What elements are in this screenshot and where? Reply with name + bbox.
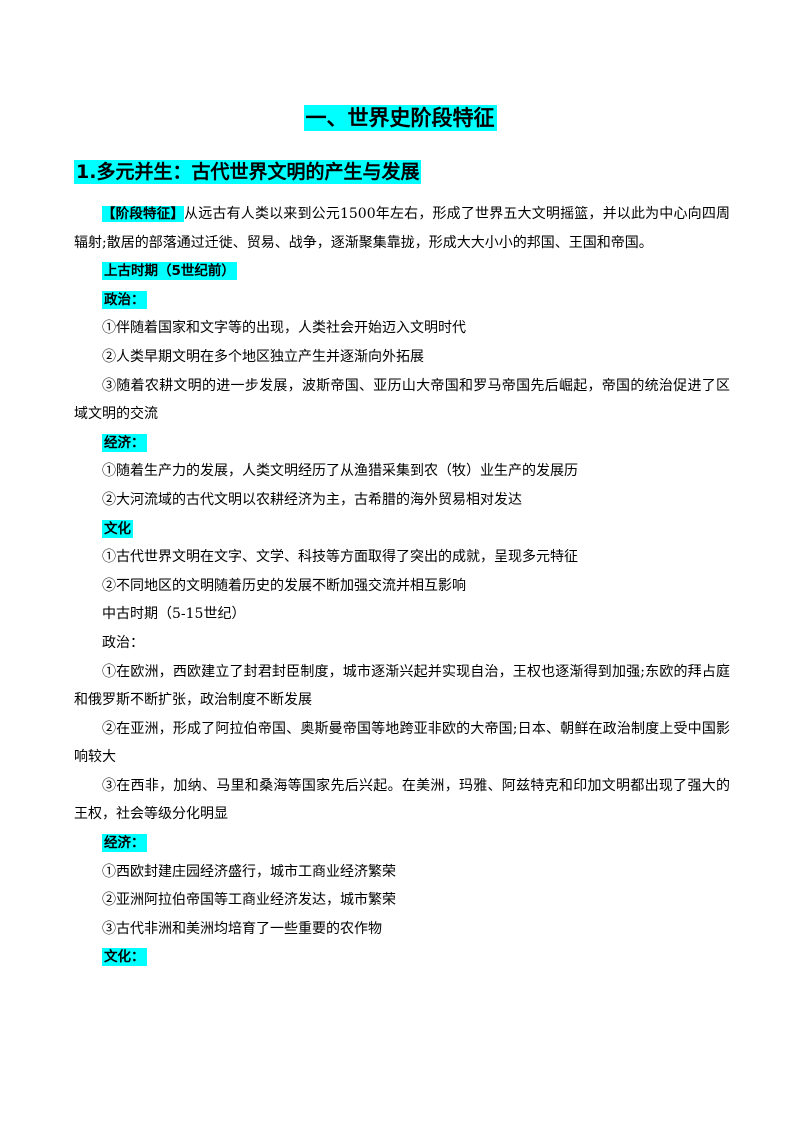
ancient-period-label: 上古时期（5世纪前）	[102, 262, 237, 281]
medieval-economy-item: ②亚洲阿拉伯帝国等工商业经济发达，城市繁荣	[102, 892, 396, 909]
medieval-period-heading: 中古时期（5-15世纪）	[102, 606, 246, 623]
ancient-politics-heading: 政治：	[74, 286, 730, 315]
medieval-culture-heading: 文化：	[74, 943, 730, 972]
section-heading-text: 1.多元并生：古代世界文明的产生与发展	[74, 160, 422, 184]
medieval-economy-heading: 经济：	[74, 829, 730, 858]
medieval-politics-item: ③在西非，加纳、马里和桑海等国家先后兴起。在美洲，玛雅、阿兹特克和印加文明都出现…	[74, 777, 730, 823]
ancient-politics-item: ③随着农耕文明的进一步发展，波斯帝国、亚历山大帝国和罗马帝国先后崛起，帝国的统治…	[74, 377, 730, 423]
medieval-politics-item: ②在亚洲，形成了阿拉伯帝国、奥斯曼帝国等地跨亚非欧的大帝国;日本、朝鲜在政治制度…	[74, 720, 730, 766]
medieval-economy-item: ③古代非洲和美洲均培育了一些重要的农作物	[102, 920, 382, 937]
ancient-culture-heading: 文化	[74, 515, 730, 544]
ancient-politics-item: ②人类早期文明在多个地区独立产生并逐渐向外拓展	[102, 348, 424, 365]
section-heading: 1.多元并生：古代世界文明的产生与发展	[74, 158, 422, 186]
ancient-economy-item: ①随着生产力的发展，人类文明经历了从渔猎采集到农（牧）业生产的发展历	[102, 463, 578, 480]
ancient-economy-heading: 经济：	[74, 429, 730, 458]
ancient-economy-item: ②大河流域的古代文明以农耕经济为主，古希腊的海外贸易相对发达	[102, 491, 522, 508]
medieval-economy-label: 经济：	[102, 834, 147, 853]
document-body: 【阶段特征】从远古有人类以来到公元1500年左右，形成了世界五大文明摇篮，并以此…	[74, 200, 730, 972]
ancient-culture-label: 文化	[102, 519, 133, 538]
ancient-politics-item: ①伴随着国家和文字等的出现，人类社会开始迈入文明时代	[102, 320, 466, 337]
medieval-politics-heading: 政治：	[102, 634, 144, 651]
page-title: 一、世界史阶段特征	[0, 104, 800, 132]
ancient-economy-label: 经济：	[102, 433, 147, 452]
intro-paragraph: 【阶段特征】从远古有人类以来到公元1500年左右，形成了世界五大文明摇篮，并以此…	[74, 200, 730, 257]
medieval-politics-item: ①在欧洲，西欧建立了封君封臣制度，城市逐渐兴起并实现自治，王权也逐渐得到加强;东…	[74, 663, 730, 709]
intro-text: 从远古有人类以来到公元1500年左右，形成了世界五大文明摇篮，并以此为中心向四周…	[74, 206, 730, 251]
ancient-period-heading: 上古时期（5世纪前）	[74, 257, 730, 286]
medieval-culture-label: 文化：	[102, 948, 147, 967]
ancient-politics-label: 政治：	[102, 290, 147, 309]
ancient-culture-item: ①古代世界文明在文字、文学、科技等方面取得了突出的成就，呈现多元特征	[102, 549, 578, 566]
ancient-culture-item: ②不同地区的文明随着历史的发展不断加强交流并相互影响	[102, 577, 466, 594]
page-title-text: 一、世界史阶段特征	[303, 105, 497, 131]
stage-feature-tag: 【阶段特征】	[102, 206, 185, 222]
medieval-economy-item: ①西欧封建庄园经济盛行，城市工商业经济繁荣	[102, 863, 396, 880]
